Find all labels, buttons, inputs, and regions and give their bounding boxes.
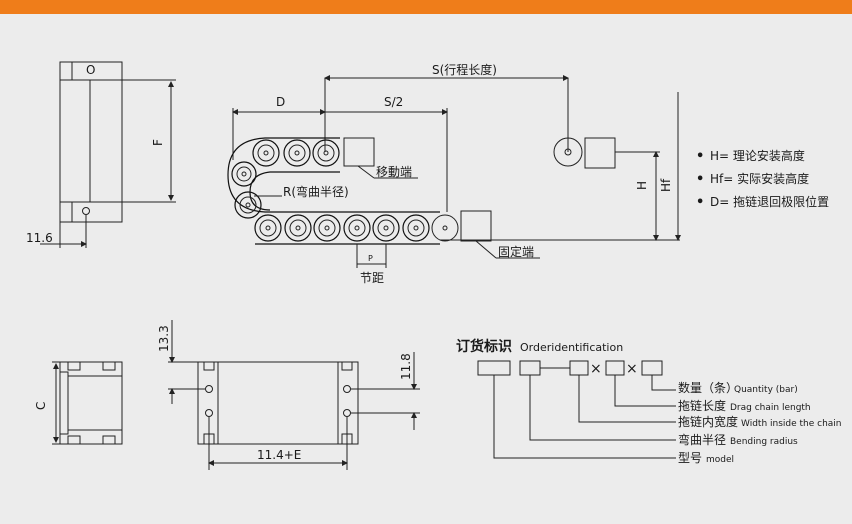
legend-bullet-hf: •	[696, 172, 704, 187]
code-box-radius	[519, 360, 541, 376]
dim-c-label: C	[34, 402, 48, 410]
code-box-length	[605, 360, 625, 376]
code-box-width	[569, 360, 589, 376]
dim-d-label: D	[276, 95, 285, 109]
lower-links	[254, 214, 459, 242]
order-item-radius-en: Bending radius	[730, 437, 798, 447]
legend: • H= 理论安装高度 • Hf= 实际安装高度 • D= 拖链退回极限位置	[696, 148, 829, 210]
order-identification: 订货标识 Orderidentification × × 数量（条） Quant…	[456, 338, 842, 465]
legend-bullet-h: •	[696, 149, 704, 164]
dim-11-8-label: 11.8	[399, 353, 413, 380]
pitch-label: 节距	[360, 271, 384, 285]
order-item-width: 拖链内宽度	[678, 414, 738, 429]
moving-end-label: 移動端	[376, 165, 412, 179]
bend-radius-label: R(弯曲半径)	[283, 184, 349, 199]
code-box-quantity	[641, 360, 663, 376]
legend-hf: Hf= 实际安装高度	[710, 171, 809, 186]
chain-view: S(行程长度) D S/2	[227, 62, 681, 285]
side-view-o-label: O	[86, 63, 95, 77]
code-times-2: ×	[626, 361, 638, 377]
chain-inner-edge	[249, 171, 340, 193]
pitch-symbol: P	[368, 254, 373, 263]
upper-links	[252, 139, 340, 167]
side-view-bottom-tab	[59, 201, 73, 223]
moving-end-bracket	[343, 137, 375, 167]
order-item-model-en: model	[706, 455, 734, 465]
order-title: 订货标识	[456, 338, 512, 355]
legend-bullet-d: •	[696, 195, 704, 210]
cross-hole	[343, 409, 351, 417]
code-times-1: ×	[590, 361, 602, 377]
side-view-top-tab	[59, 61, 73, 81]
cross-section-frame	[197, 361, 359, 445]
bend-links	[231, 161, 262, 219]
chain-outer-edge	[227, 137, 440, 213]
pulley	[553, 137, 583, 167]
order-title-en: Orderidentification	[520, 341, 623, 354]
pulley-bracket	[584, 137, 616, 169]
cross-hole	[205, 385, 213, 393]
cross-hole	[205, 409, 213, 417]
cross-hole	[343, 385, 351, 393]
order-item-quantity: 数量（条）	[678, 380, 738, 395]
dim-13-3-label: 13.3	[157, 325, 171, 352]
order-item-radius: 弯曲半径	[678, 432, 726, 447]
dim-11-4-e-label: 11.4+E	[257, 448, 301, 462]
dim-11-6-label: 11.6	[26, 231, 53, 245]
dim-f-label: F	[151, 139, 165, 146]
dim-s2-label: S/2	[384, 95, 403, 109]
order-item-length-en: Drag chain length	[730, 403, 811, 413]
legend-h: H= 理论安装高度	[710, 148, 805, 163]
side-view-frame	[59, 61, 123, 223]
end-view: C	[34, 361, 123, 445]
order-item-quantity-en: Quantity (bar)	[734, 385, 798, 395]
side-view-hole	[82, 207, 90, 215]
order-item-model: 型号	[678, 451, 702, 465]
end-view-inner	[67, 375, 123, 431]
side-view: O F 11.6	[26, 61, 176, 248]
fixed-end-label: 固定端	[498, 244, 534, 259]
dim-s-label: S(行程长度)	[432, 62, 497, 77]
code-box-model	[477, 360, 511, 376]
fixed-end-bracket	[460, 210, 492, 242]
order-item-width-en: Width inside the chain	[741, 419, 842, 429]
dim-h-label: H	[635, 181, 649, 190]
cross-section-view: 13.3 11.8 11.4+E	[157, 320, 420, 470]
legend-d: D= 拖链退回极限位置	[710, 194, 829, 209]
dim-hf-label: Hf	[659, 178, 673, 192]
order-item-length: 拖链长度	[678, 398, 726, 413]
top-accent-bar	[0, 0, 852, 14]
end-view-frame	[59, 361, 123, 445]
